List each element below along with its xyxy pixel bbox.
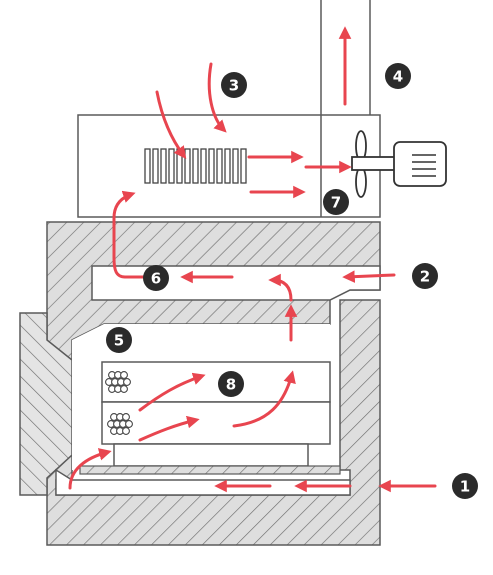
grille-slat (208, 148, 215, 184)
badge-3-label: 3 (229, 77, 239, 95)
grille-slat (200, 148, 207, 184)
badge-6-label: 6 (151, 270, 161, 288)
badge-2-label: 2 (420, 268, 430, 286)
flow-arrow (155, 90, 187, 160)
badge-7-label: 7 (331, 194, 341, 212)
grille-slat (144, 148, 151, 184)
grille-slat (152, 148, 159, 184)
pipe-circle (122, 413, 130, 421)
badge-1-label: 1 (460, 478, 470, 496)
badge-6: 6 (143, 265, 169, 291)
flow-arrow (232, 370, 296, 428)
badge-8-label: 8 (226, 376, 236, 394)
flow-arrow (207, 62, 227, 133)
badge-4: 4 (385, 63, 411, 89)
flow-arrow (342, 270, 396, 283)
badge-5: 5 (106, 327, 132, 353)
grille-slat (168, 148, 175, 184)
grille-slat (160, 148, 167, 184)
grille-slat (224, 148, 231, 184)
grille-slat (232, 148, 239, 184)
badge-2: 2 (412, 263, 438, 289)
exhaust-stack (320, 0, 371, 217)
pipe-circle (122, 427, 130, 435)
grille-slat (240, 148, 247, 184)
badge-1: 1 (452, 473, 478, 499)
badge-3: 3 (221, 72, 247, 98)
heater-grille-icon (144, 148, 247, 184)
grille-slat (192, 148, 199, 184)
pipe-circle (120, 371, 128, 379)
badge-7: 7 (323, 189, 349, 215)
grille-slat (216, 148, 223, 184)
flow-arrow (68, 448, 112, 490)
motor-icon (393, 141, 447, 187)
flow-arrow (138, 372, 206, 412)
flow-arrow (268, 273, 293, 302)
pipe-circle (120, 385, 128, 393)
tray-lower (101, 401, 331, 445)
fan-icon (351, 130, 397, 198)
badge-4-label: 4 (393, 68, 403, 86)
grille-slat (184, 148, 191, 184)
tray-upper (101, 361, 331, 403)
badge-8: 8 (218, 371, 244, 397)
badge-5-label: 5 (114, 332, 124, 350)
flow-arrow (138, 415, 200, 442)
pipe-bundle-icon (105, 371, 133, 435)
flow-arrow (112, 190, 152, 279)
flow-arrows (68, 26, 437, 493)
upper-duct (91, 265, 381, 301)
pipe-circle (123, 378, 131, 386)
pipe-circle (125, 420, 133, 428)
tray-base (113, 443, 309, 467)
base-plate (79, 465, 341, 475)
